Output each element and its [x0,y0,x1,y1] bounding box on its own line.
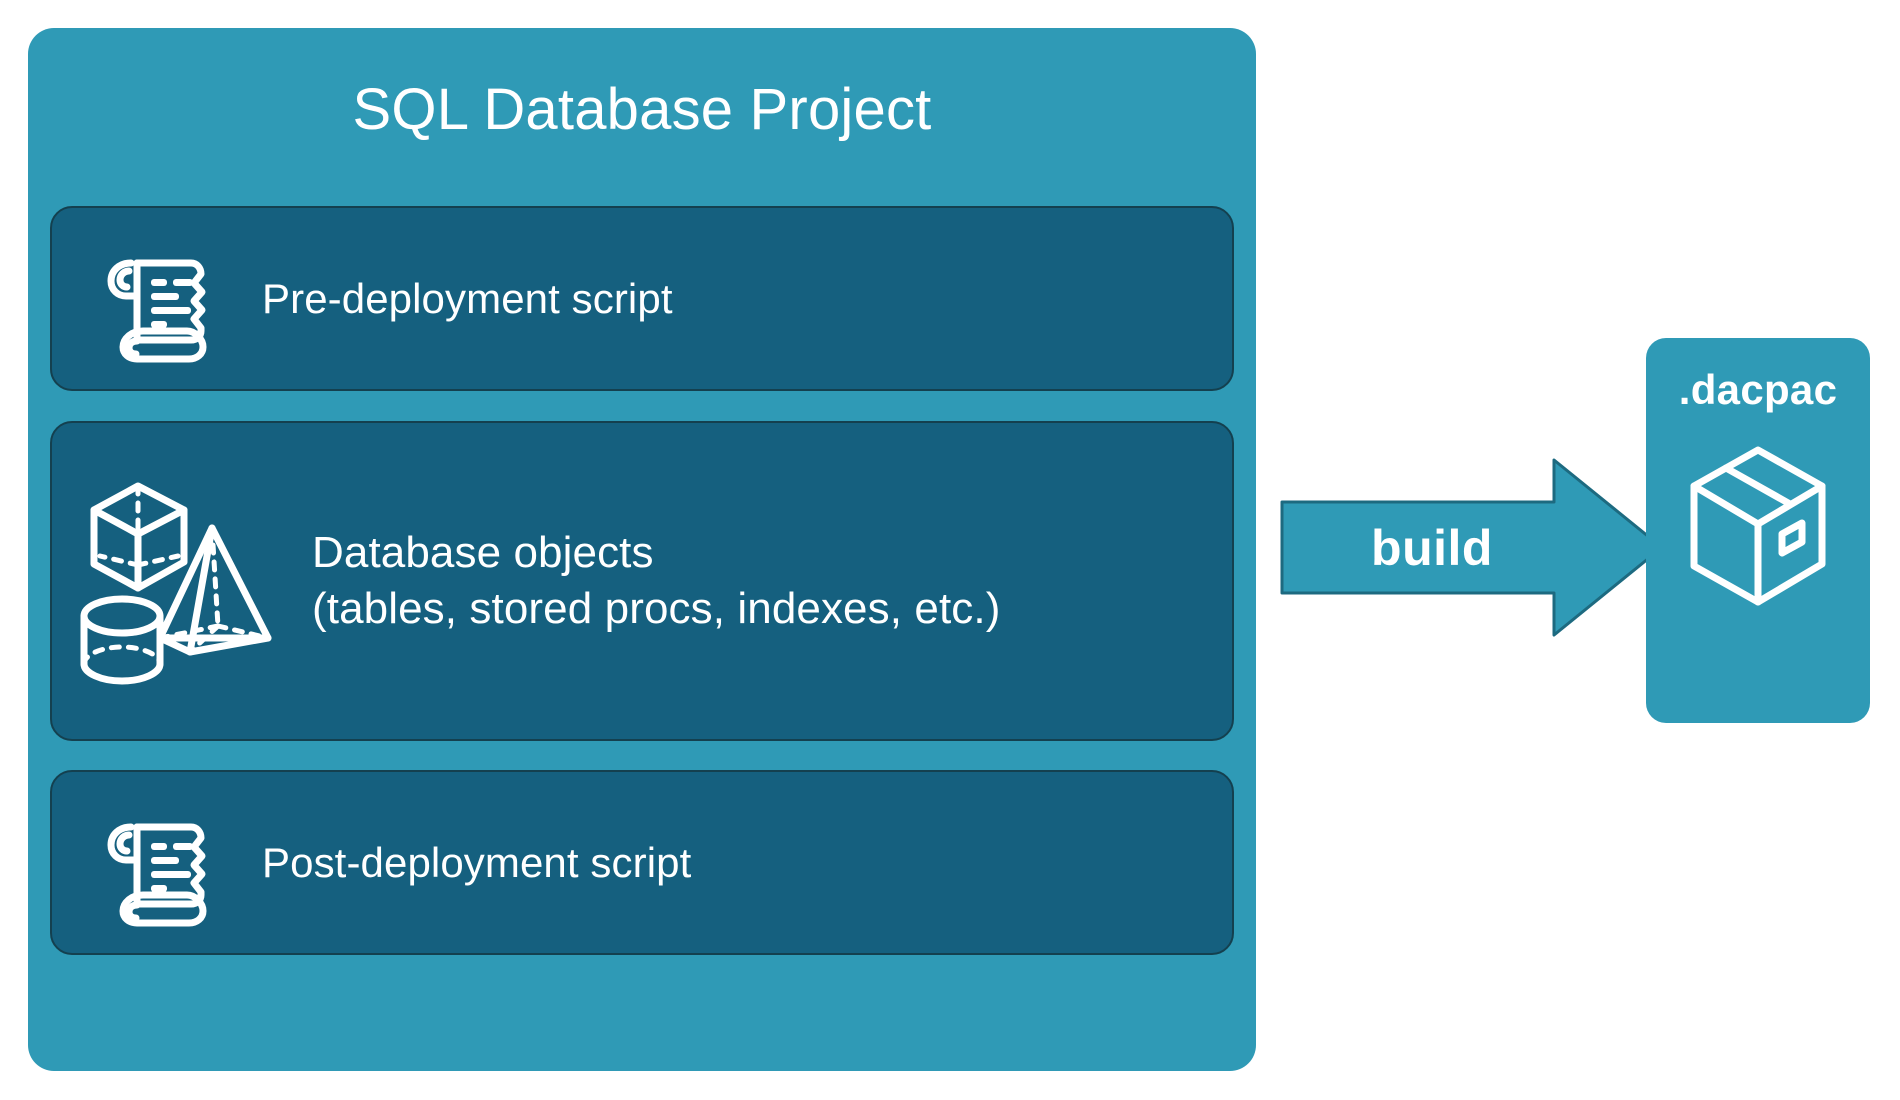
page-title: SQL Database Project [352,77,932,142]
arrow-right-icon [1280,458,1664,637]
card-post-deployment-script[interactable]: Post-deployment script [50,770,1234,955]
scroll-icon [52,799,262,927]
package-box-icon [1674,438,1842,628]
card-label-database-objects: Database objects (tables, stored procs, … [312,525,1000,638]
card-label-pre-deployment: Pre-deployment script [262,274,673,322]
sql-database-project-panel: SQL Database Project [28,28,1256,1071]
card-label-post-deployment: Post-deployment script [262,838,692,886]
scroll-icon [52,235,262,363]
card-database-objects[interactable]: Database objects (tables, stored procs, … [50,421,1234,741]
card-label-database-objects-main: Database objects [312,527,654,577]
card-label-database-objects-sub: (tables, stored procs, indexes, etc.) [312,584,1001,633]
3d-shapes-icon [52,466,312,696]
dacpac-title: .dacpac [1678,366,1838,413]
dacpac-output-panel: .dacpac [1646,338,1870,723]
card-pre-deployment-script[interactable]: Pre-deployment script [50,206,1234,391]
